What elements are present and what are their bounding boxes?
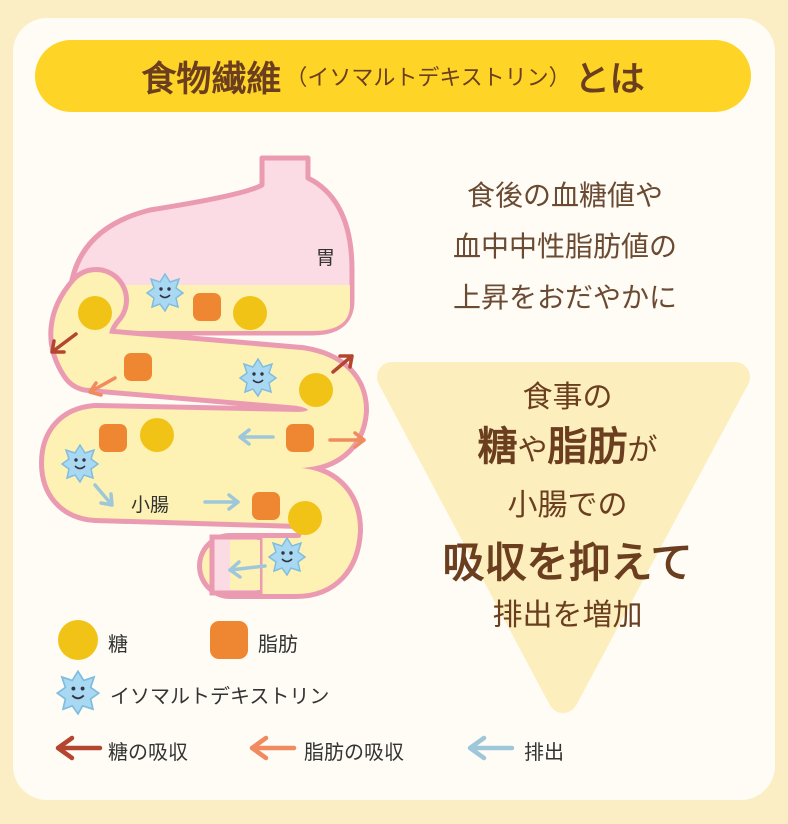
legend-excretion-label: 排出 [524,740,564,764]
excretion-arrow-icon [93,483,114,507]
triangle-line-1: 食事の [522,380,613,415]
fiber-star-icon [146,273,184,312]
intro-text: 食後の血糖値や 血中中性脂肪値の 上昇をおだやかに [395,170,735,323]
sugar-particles [78,296,333,535]
fiber-star-icon [61,444,99,483]
triangle-line-5: 排出を増加 [492,598,643,633]
legend-sugar-icon [58,620,98,660]
triangle-sugar-word: 糖 [477,423,518,470]
triangle-particle: が [627,433,658,468]
triangle-fat-word: 脂肪 [547,423,628,470]
legend-fat-absorption-label: 脂肪の吸収 [304,740,404,764]
legend-fiber-label: イソマルトデキストリン [110,684,330,708]
absorption-arrow-icon [50,332,78,354]
title-main: 食物繊維 [141,58,282,100]
legend-fat-label: 脂肪 [258,632,298,656]
absorption-arrow-icon [331,354,354,374]
sugar-icon [140,418,174,452]
stomach-label: 胃 [316,247,336,269]
legend-excretion-arrow-icon [467,735,515,761]
legend-sugar-label: 糖 [108,632,128,656]
legend-fat-icon [210,621,248,659]
legend-sugar-arrow-icon [55,735,103,761]
triangle-line-2: 糖や脂肪が [400,418,735,480]
title-paren: （イソマルトデキストリン） [285,66,571,91]
absorption-arrow-icon [88,376,117,397]
fat-icon [252,492,280,520]
title-bar: 食物繊維 （イソマルトデキストリン） とは [35,40,751,112]
small-intestine-label: 小腸 [131,494,170,516]
triangle-line-4: 吸収を抑えて [442,538,693,587]
fat-icon [124,353,152,381]
intro-line: 食後の血糖値や [466,179,663,212]
triangle-particle: や [517,433,548,468]
excretion-arrow-icon [238,428,275,446]
excretion-arrow-icon [203,493,240,511]
legend-sugar-absorption-label: 糖の吸収 [108,740,188,764]
fat-icon [99,424,127,452]
fiber-star-icon [239,358,277,397]
sugar-icon [299,373,333,407]
triangle-text: 食事の 糖や脂肪が 小腸での 吸収を抑えて 排出を増加 [400,378,735,638]
sugar-icon [288,501,322,535]
fiber-star-icon [268,537,306,576]
intro-line: 血中中性脂肪値の [452,230,677,263]
fat-particles [99,293,314,520]
emphasis-triangle [377,362,750,713]
legend-fat-arrow-icon [249,735,297,761]
triangle-line-3: 小腸での [507,488,628,523]
sugar-icon [233,296,267,330]
fat-icon [286,424,314,452]
fat-icon [193,293,221,321]
sugar-icon [78,296,112,330]
intro-line: 上昇をおだやかに [452,281,677,314]
legend-fiber-icon [56,670,100,715]
absorption-arrow-icon [328,431,366,449]
title-suffix: とは [574,58,645,100]
excretion-arrow-icon [228,560,267,579]
